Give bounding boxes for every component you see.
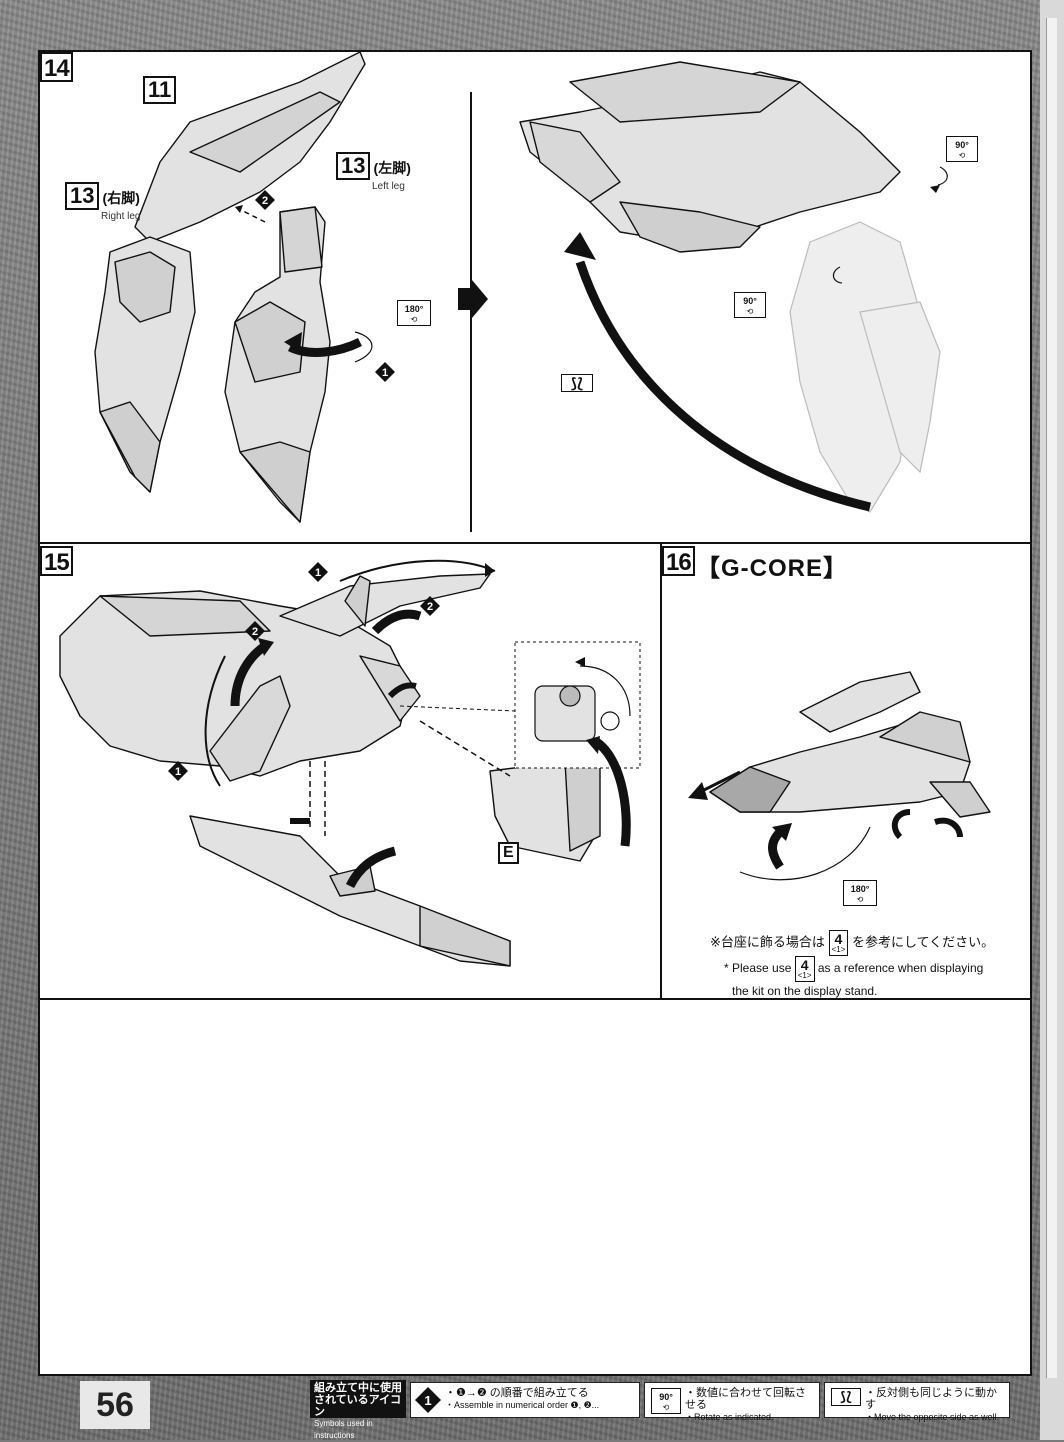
svg-text:1: 1 — [424, 1393, 431, 1408]
part-13-left-label: 13 (左脚) Left leg — [336, 152, 411, 193]
rotate-90-icon-b: 90°⟲ — [734, 292, 766, 318]
svg-text:1: 1 — [315, 567, 321, 579]
svg-text:2: 2 — [252, 626, 258, 638]
step15-number: 15 — [40, 546, 73, 576]
mirror-side-icon: ⟆⟅ — [561, 374, 593, 392]
step14-illustration-right — [519, 61, 948, 513]
step16-title: 【G-CORE】 — [696, 555, 848, 582]
display-stand-note-jp: ※台座に飾る場合は 4<1> を参考にしてください。 — [710, 930, 995, 956]
part-e-label: E — [498, 842, 519, 864]
svg-text:2: 2 — [262, 195, 268, 207]
mirror-icon: ⟆⟅ — [831, 1388, 861, 1406]
legend-header: 組み立て中に使用 されているアイコン Symbols used in instr… — [310, 1380, 406, 1440]
divider-step15-16 — [660, 542, 662, 998]
svg-text:2: 2 — [427, 601, 433, 613]
rotate-icon: 90°⟲ — [651, 1388, 681, 1414]
step14-illustration-left: 1 2 — [94, 51, 395, 523]
step15-order-2-left: 2 — [245, 621, 265, 641]
symbol-legend: 組み立て中に使用 されているアイコン Symbols used in instr… — [310, 1380, 1010, 1440]
legend-order: 1 ・❶→❷ の順番で組み立てる ・Assemble in numerical … — [410, 1382, 640, 1418]
divider-row1 — [40, 542, 1030, 544]
step15-illustration: 1 2 2 1 — [59, 559, 641, 967]
display-stand-note-en: * Please use 4<1> as a reference when di… — [724, 956, 984, 998]
page-number: 56 — [80, 1381, 150, 1429]
next-arrow-icon — [458, 280, 488, 318]
step16-number: 16 — [662, 546, 695, 576]
part-11-label: 11 — [143, 76, 177, 104]
legend-mirror: ⟆⟅ ・反対側も同じように動かす ・Move the opposite side… — [824, 1382, 1010, 1422]
part-13-right-label: 13 (右脚) Right leg — [65, 182, 140, 223]
step15-order-2-top: 2 — [420, 596, 440, 616]
step14-order-2: 2 — [255, 190, 275, 210]
divider-step14 — [470, 92, 472, 532]
rotate-180-icon: 180°⟲ — [397, 300, 431, 326]
step15-order-1-left: 1 — [168, 761, 188, 781]
svg-text:1: 1 — [382, 367, 388, 379]
divider-row2 — [40, 998, 1030, 1000]
step15-order-1-top: 1 — [308, 562, 328, 582]
legend-rotate: 90°⟲ ・数値に合わせて回転させる ・Rotate as indicated. — [644, 1382, 820, 1422]
step14-number: 14 — [40, 52, 73, 82]
page-edge — [1040, 0, 1064, 1440]
instruction-sheet: 14 1 2 11 — [38, 50, 1032, 1376]
step16-gcore-illustration — [688, 671, 991, 881]
step14-order-1: 1 — [375, 362, 395, 382]
svg-text:1: 1 — [175, 766, 181, 778]
rotate-180-icon-gcore: 180°⟲ — [843, 880, 877, 906]
order-icon: 1 — [415, 1387, 441, 1413]
rotate-90-icon-a: 90°⟲ — [946, 136, 978, 162]
